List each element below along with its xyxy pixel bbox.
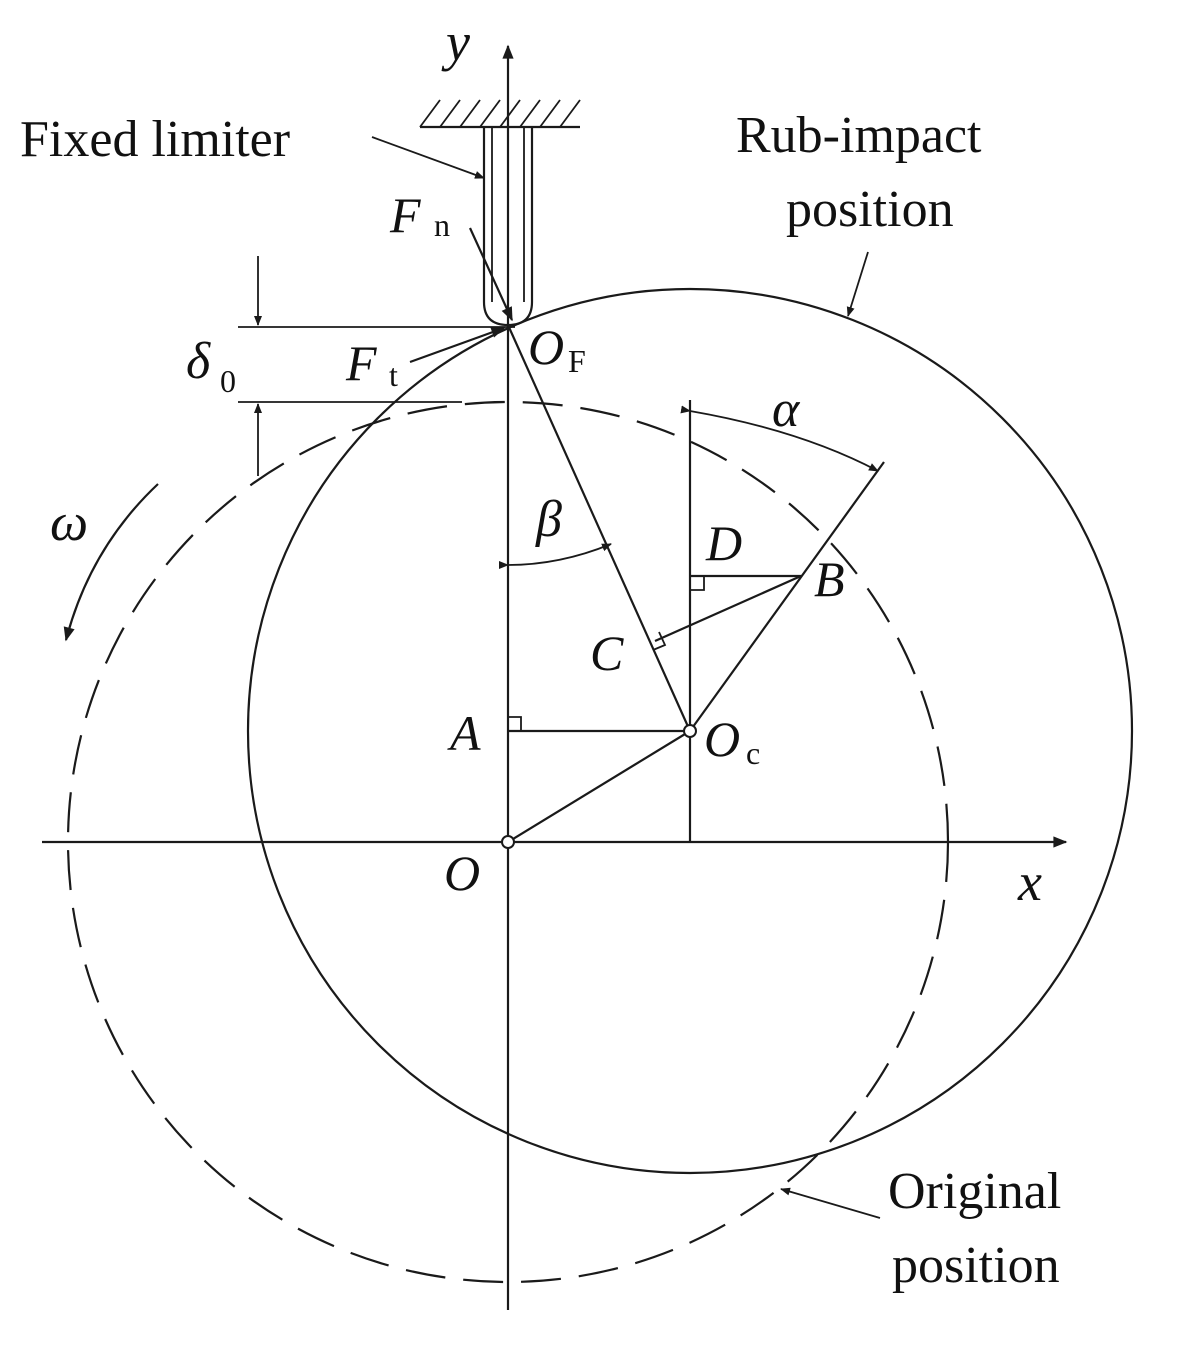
rub-impact-label-line1: Rub-impact (736, 107, 982, 164)
rub-impact-leader (846, 251, 869, 317)
fn-subscript: n (434, 207, 450, 243)
y-axis-label: y (441, 12, 470, 72)
beta-label: β (535, 491, 562, 548)
ft-label: F (345, 335, 377, 391)
origin-label: O (444, 845, 480, 901)
ft-arrow (409, 326, 506, 364)
of-subscript: F (568, 343, 586, 379)
delta-label: δ (186, 333, 211, 390)
construction-lines (506, 324, 885, 843)
fixed-limiter-label: Fixed limiter (20, 111, 290, 168)
oc-subscript: c (746, 735, 760, 771)
point-d-label: D (705, 515, 742, 571)
alpha-label: α (772, 381, 801, 438)
delta-dimension (238, 256, 515, 476)
ft-subscript: t (389, 357, 398, 393)
fn-arrow (468, 227, 514, 322)
point-a-label: A (447, 705, 481, 761)
rub-impact-circle (246, 287, 1134, 1175)
original-label-line2: position (892, 1237, 1060, 1294)
fixed-limiter-leader (371, 136, 485, 179)
of-label: O (528, 319, 564, 375)
original-leader (780, 1187, 881, 1219)
omega-label: ω (50, 492, 88, 552)
x-axis-label: x (1017, 852, 1042, 912)
omega-arrow (63, 483, 159, 642)
delta-subscript: 0 (220, 363, 236, 399)
rub-impact-label-line2: position (786, 181, 954, 238)
point-oc (683, 724, 697, 738)
point-b-label: B (814, 551, 845, 607)
fn-label: F (389, 187, 421, 243)
alpha-arc (680, 405, 879, 472)
oc-label: O (704, 711, 740, 767)
point-c-label: C (590, 625, 624, 681)
original-label-line1: Original (888, 1163, 1061, 1220)
point-o (501, 835, 515, 849)
beta-arc (498, 543, 612, 570)
